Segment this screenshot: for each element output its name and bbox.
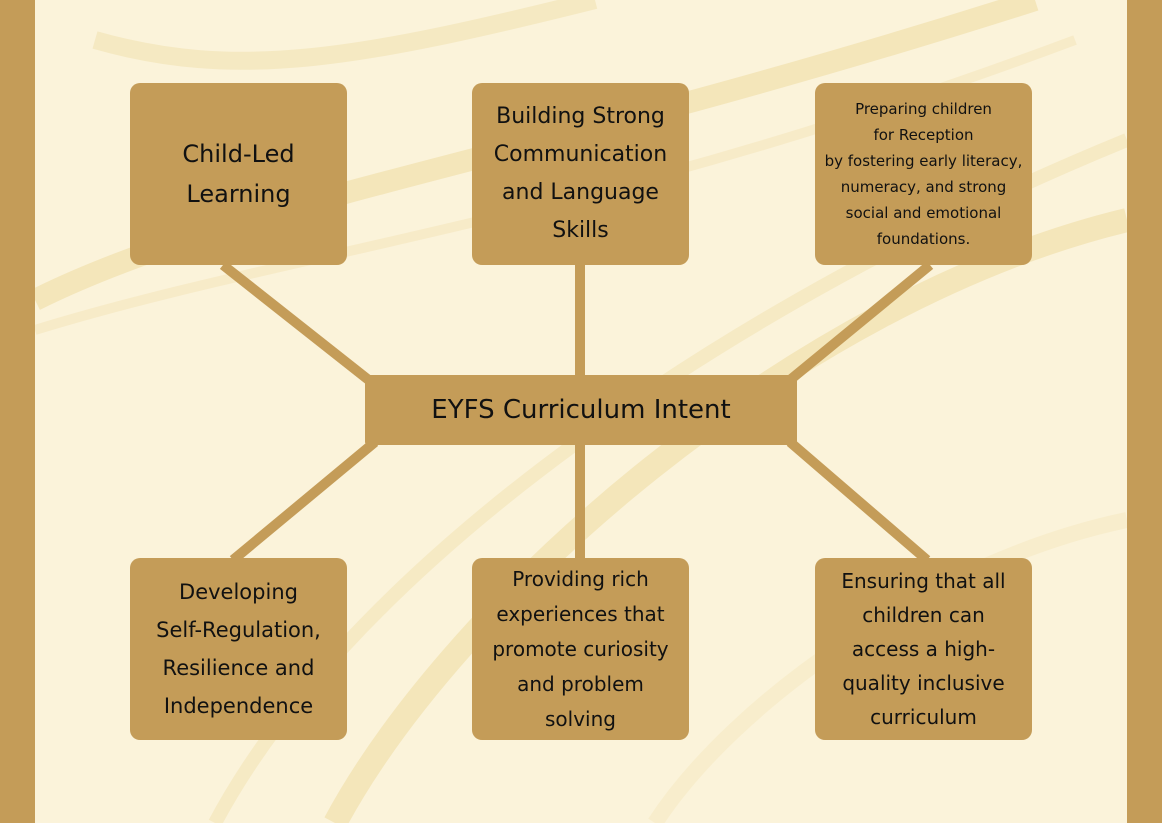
node-text-line: Self-Regulation, xyxy=(156,618,321,642)
connector-lines xyxy=(219,261,934,564)
center-node: EYFS Curriculum Intent xyxy=(365,375,797,445)
node-text-line: curriculum xyxy=(870,705,977,729)
node-text-line: Building Strong xyxy=(496,104,665,129)
node-text-line: Ensuring that all xyxy=(841,569,1006,593)
node-inclusive-curriculum: Ensuring that all children can access a … xyxy=(815,558,1032,740)
node-child-led-learning: Child-Led Learning xyxy=(130,83,347,265)
node-text-line: access a high- xyxy=(851,637,996,661)
node-text-line: Skills xyxy=(552,218,609,243)
connector-bottom-right xyxy=(786,438,931,564)
diagram-canvas: Child-Led Learning Building Strong Commu… xyxy=(35,0,1127,823)
node-text-line: Communication xyxy=(493,142,668,167)
node-text-line: children can xyxy=(862,603,985,627)
node-rich-experiences: Providing rich experiences that promote … xyxy=(472,558,689,740)
node-communication-language: Building Strong Communication and Langua… xyxy=(472,83,689,265)
node-text-line: social and emotional xyxy=(845,204,1002,222)
connector-top-right xyxy=(786,261,934,384)
node-text-line: foundations. xyxy=(876,230,971,248)
node-text-line: Preparing children xyxy=(855,100,992,118)
node-text-line: experiences that xyxy=(496,601,665,626)
connector-bottom-left xyxy=(229,438,379,564)
node-text-line: promote curiosity xyxy=(492,636,669,661)
node-text-line: and problem xyxy=(517,671,644,696)
node-text-line: for Reception xyxy=(873,126,974,144)
node-text-line: by fostering early literacy, xyxy=(824,152,1023,170)
node-text-line: Developing xyxy=(179,580,298,604)
node-text-line: Child-Led xyxy=(182,140,295,168)
node-text-line: numeracy, and strong xyxy=(840,178,1007,196)
node-text-line: Resilience and xyxy=(162,656,315,680)
node-text-line: quality inclusive xyxy=(842,671,1005,695)
node-text-line: solving xyxy=(545,706,616,731)
node-text-line: and Language xyxy=(502,180,659,205)
node-self-regulation: Developing Self-Regulation, Resilience a… xyxy=(130,558,347,740)
connector-top-left xyxy=(219,261,379,389)
node-text-line: Providing rich xyxy=(512,566,649,591)
node-text-line: Independence xyxy=(163,694,314,718)
node-text-line: Learning xyxy=(186,180,291,208)
center-node-label: EYFS Curriculum Intent xyxy=(431,395,731,425)
node-preparing-for-reception: Preparing children for Reception by fost… xyxy=(815,83,1032,265)
